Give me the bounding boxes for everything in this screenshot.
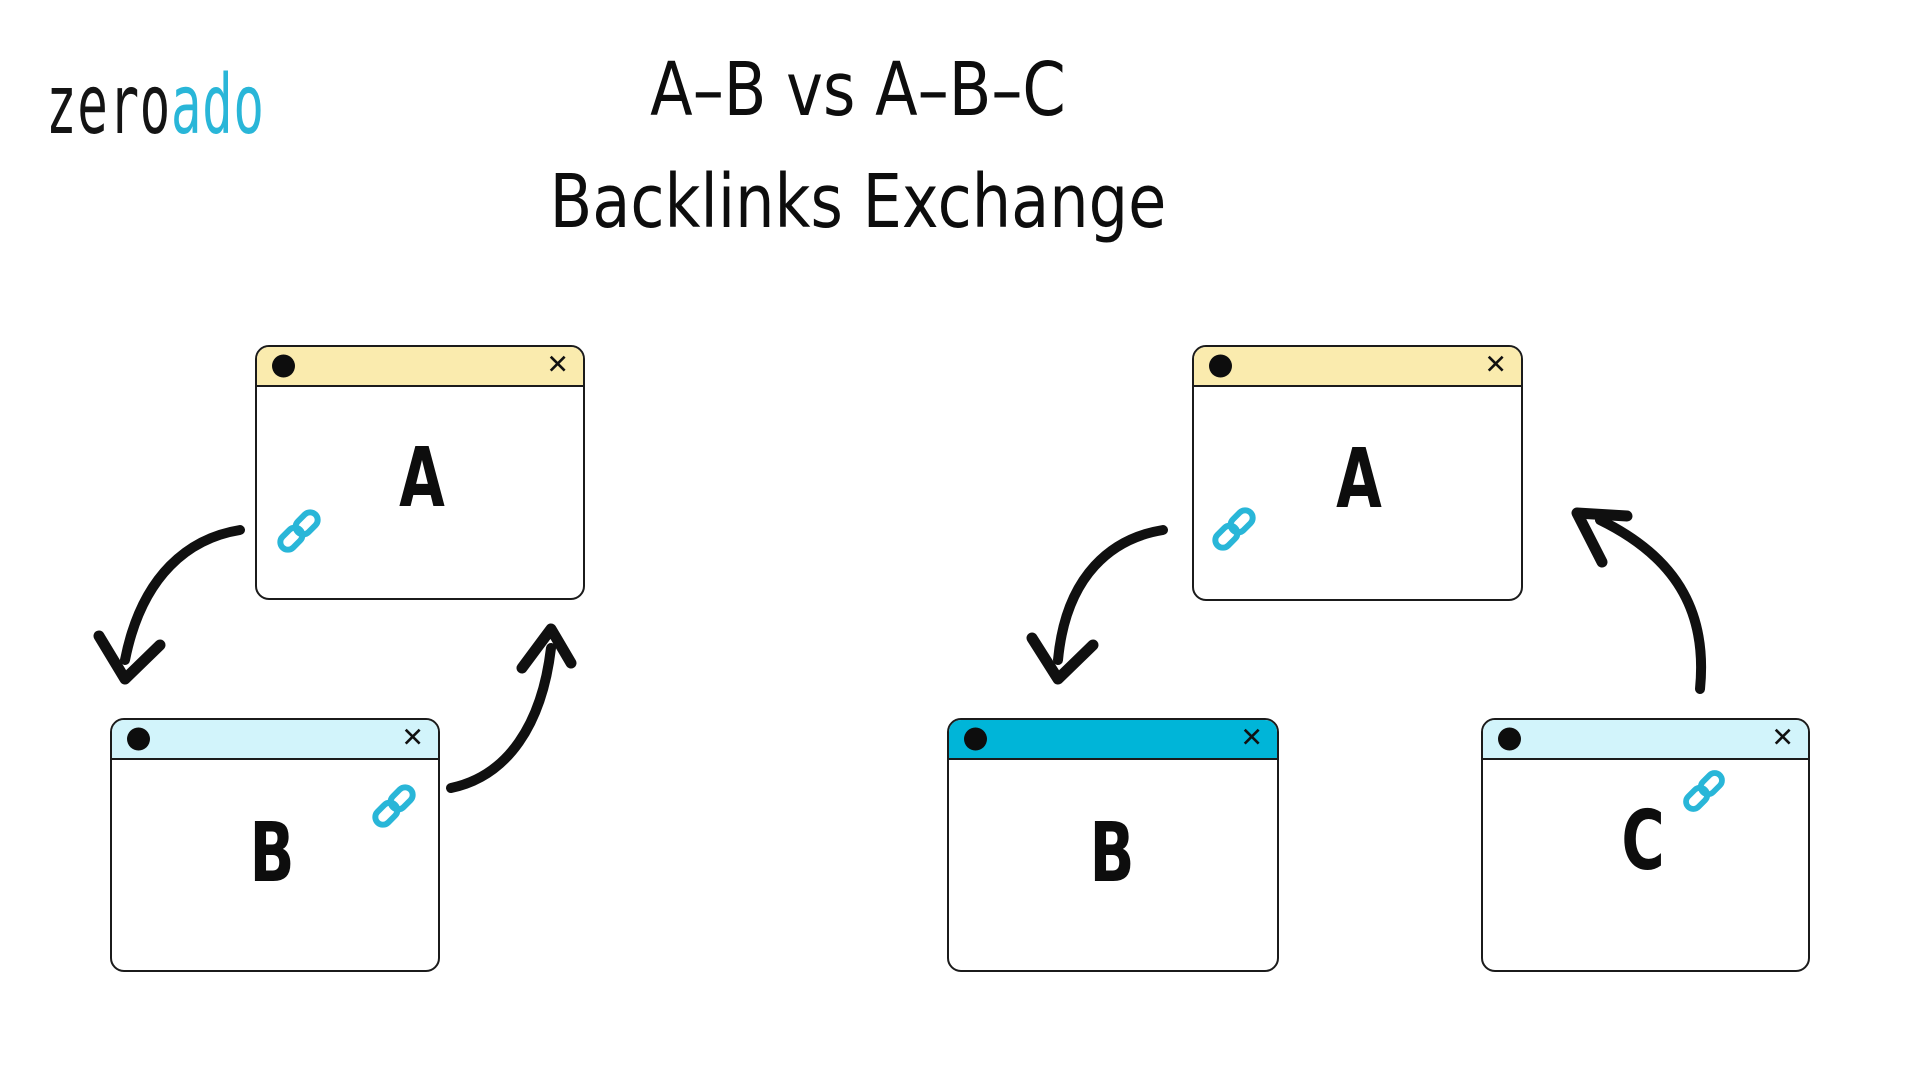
window-right-a-titlebar: ✕ [1194, 347, 1521, 387]
window-left-a: ✕ A [255, 345, 585, 600]
window-label: A [399, 431, 445, 526]
window-label: A [1336, 432, 1382, 527]
arrow-right-c-to-a [1571, 507, 1707, 694]
arrow-left-b-to-a [446, 623, 577, 793]
window-dot-icon [964, 727, 987, 751]
window-dot-icon [272, 354, 295, 378]
close-icon: ✕ [401, 722, 424, 754]
title-line-1: A–B vs A–B–C [650, 47, 1066, 133]
chain-link-icon [273, 505, 325, 557]
close-icon: ✕ [1771, 722, 1794, 754]
window-dot-icon [1498, 727, 1521, 751]
close-icon: ✕ [1484, 349, 1507, 381]
arrow-left-a-to-b [93, 525, 245, 685]
chain-link-icon [1679, 766, 1729, 816]
close-icon: ✕ [1240, 722, 1263, 754]
window-right-b-titlebar: ✕ [949, 720, 1277, 760]
window-dot-icon [1209, 354, 1232, 378]
chain-link-icon [368, 780, 420, 832]
title-line-2: Backlinks Exchange [549, 159, 1167, 245]
chain-link-icon [1208, 503, 1260, 555]
page-title: A–B vs A–B–C Backlinks Exchange [458, 34, 1258, 258]
window-label: B [1089, 806, 1135, 901]
window-right-a: ✕ A [1192, 345, 1523, 601]
window-right-c: ✕ C [1481, 718, 1810, 972]
window-left-a-body: A [257, 387, 583, 598]
window-right-b-body: B [949, 760, 1277, 970]
brand-logo-ado: ado [170, 58, 265, 153]
window-left-b-body: B [112, 760, 438, 970]
brand-logo: zeroado [46, 58, 265, 153]
window-label: C [1621, 794, 1665, 889]
window-left-a-titlebar: ✕ [257, 347, 583, 387]
window-label: B [249, 806, 295, 901]
close-icon: ✕ [546, 349, 569, 381]
window-right-b: ✕ B [947, 718, 1279, 972]
arrow-right-a-to-b [1026, 525, 1168, 685]
window-left-b: ✕ B [110, 718, 440, 972]
window-right-a-body: A [1194, 387, 1521, 599]
window-right-c-body: C [1483, 760, 1808, 970]
window-dot-icon [127, 727, 150, 751]
window-left-b-titlebar: ✕ [112, 720, 438, 760]
brand-logo-zero: zero [46, 58, 171, 153]
window-right-c-titlebar: ✕ [1483, 720, 1808, 760]
